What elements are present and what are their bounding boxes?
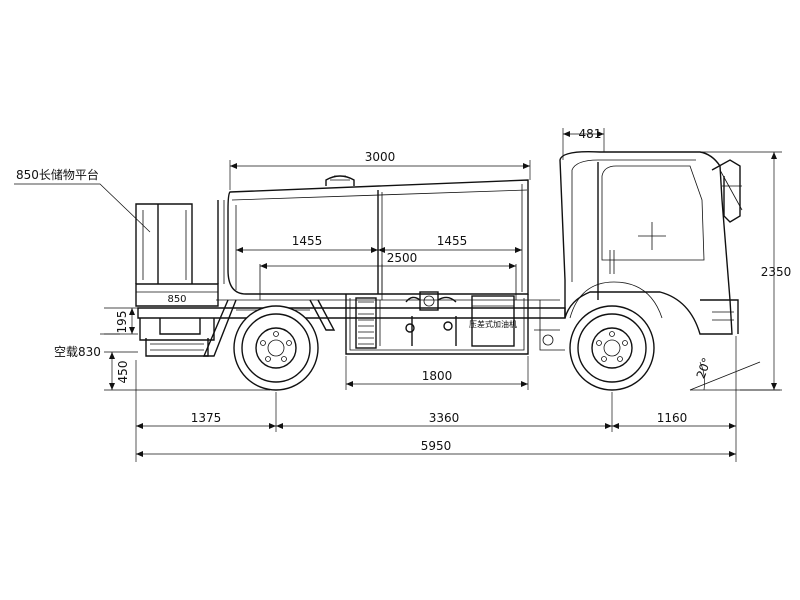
dim-frame-height-label: 195 (115, 311, 129, 334)
dim-cabinet: 1800 (345, 356, 529, 390)
cab (534, 150, 743, 351)
dispenser-label: 压差式加油机 (469, 319, 517, 329)
dim-overall-height-label: 2350 (761, 265, 792, 279)
approach-angle-label: 20° (694, 356, 714, 381)
dim-unloaded-height-label: 空载830 (54, 345, 101, 359)
dim-cab-offset: 481 (562, 127, 605, 160)
chassis-frame (137, 299, 566, 319)
rear-bumper (139, 318, 215, 357)
dim-platform-label: 850 (167, 294, 186, 305)
dim-overall-length-label: 5950 (421, 439, 452, 453)
dim-wheelbase-label: 3360 (429, 411, 460, 425)
dimension-lines: 5950 1375 3360 1160 1800 3000 (14, 127, 791, 462)
dim-axle-spacing: 1375 3360 1160 (136, 392, 736, 432)
dim-tank-half-right-label: 1455 (437, 234, 468, 248)
dim-left-heights: 195 450 空载830 (54, 307, 270, 391)
dim-tank-half-left-label: 1455 (292, 234, 323, 248)
dim-inner-span-label: 2500 (387, 251, 418, 265)
dim-tank-halves: 1455 1455 (236, 234, 522, 253)
dim-tank-length-label: 3000 (365, 150, 396, 164)
truck-outline: 压差式加油机 (135, 150, 780, 391)
dim-cabinet-label: 1800 (422, 369, 453, 383)
front-wheel (569, 305, 655, 391)
approach-angle-line (689, 361, 761, 391)
dim-front-overhang-label: 1160 (657, 411, 688, 425)
dim-cab-offset-label: 481 (579, 127, 602, 141)
fuel-tank (227, 175, 529, 300)
rear-storage-platform (135, 200, 225, 307)
rear-wheel (233, 305, 319, 391)
dim-inner-span: 2500 (260, 251, 516, 269)
dispenser-cabinet: 压差式加油机 (345, 291, 529, 355)
dim-overall-length: 5950 (135, 336, 737, 462)
platform-callout-label: 850长储物平台 (16, 167, 99, 182)
dim-overall-height: 2350 (700, 151, 792, 391)
dim-ground-clearance-label: 450 (116, 361, 130, 384)
platform-callout: 850长储物平台 (14, 167, 151, 233)
dim-tank-length: 3000 (229, 150, 531, 190)
dim-rear-overhang-label: 1375 (191, 411, 222, 425)
